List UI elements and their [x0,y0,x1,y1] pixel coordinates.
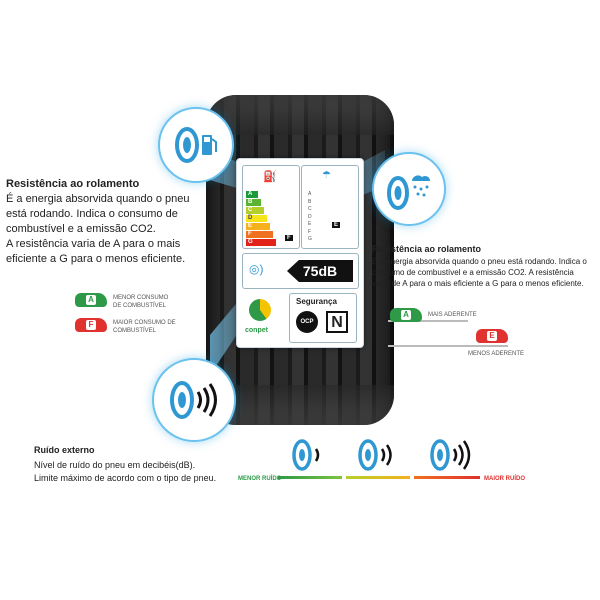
tire-rain-icon [387,175,430,210]
noise-high-label: MAIOR RUÍDO [484,476,525,482]
legend-worst-grip-text: MENOS ADERENTE [468,351,525,357]
red-car-icon: F [75,318,107,332]
tire-sound-icon [170,381,217,419]
noise-low-label: MENOR RUÍDO [238,476,282,482]
legend-worst-fuel-text: MAIOR CONSUMO DE COMBUSTÍVEL [113,319,176,335]
noise-value: 75dB [287,260,353,282]
grade-row: G [246,239,276,246]
ocp-badge: OCP [296,311,318,333]
grade-letter: F [308,228,312,235]
legend-text: COMBUSTÍVEL [113,328,157,334]
legend-worst-grip: E [476,329,508,348]
noise-panel: ◎) 75dB [242,253,359,289]
grade-row: A [246,191,258,198]
safety-box: Segurança OCP N [289,293,357,343]
red-car-icon: E [476,329,508,343]
left-title: Resistência ao rolamento [6,178,140,190]
fuel-panel: ⛽ A B C D E F G F [242,165,300,249]
inmetro-logo: N [326,311,348,333]
road-line-best [388,320,468,322]
grade-row: F [246,231,273,238]
road-line-worst [388,345,508,347]
text-line: É a energia absorvida quando o pneu está… [372,257,587,266]
legend-worst-fuel: F [75,318,107,337]
right-info: Resistência ao rolamento É a energia abs… [372,244,598,289]
wet-grip-bubble [372,152,446,226]
conpet-text: conpet [245,327,268,334]
text-line: varia de A para o mais eficiente a G par… [372,279,584,288]
noise-info: Ruído externo Nível de ruído do pneu em … [34,445,254,485]
fuel-header-icon: ⛽ [263,171,277,183]
wet-header-icon: ☂ [322,170,331,181]
grade-letter: G [308,236,312,242]
text-line: É a energia absorvida quando o pneu [6,193,190,205]
safety-title: Segurança [296,297,337,306]
noise-scale-low [278,476,342,479]
noise-panel-icon: ◎) [249,262,264,276]
fuel-selected-grade: F [285,235,293,241]
fuel-grade-scale: A B C D E F G [246,190,276,247]
grade-letter: A [308,191,312,197]
text-line: está rodando. Indica o consumo de [6,208,178,220]
noise-scale-high [414,476,480,479]
noise-bubble [152,358,236,442]
green-car-icon: A [390,308,422,322]
right-body: É a energia absorvida quando o pneu está… [372,256,598,289]
legend-text: MAIOR CONSUMO DE [113,320,176,326]
text-line: eficiente a G para o menos eficiente. [6,253,186,265]
conpet-logo [249,299,271,321]
legend-best-grip-text: MAIS ADERENTE [428,312,477,318]
noise-level-1-icon [290,438,334,477]
grade-letter: E [308,221,312,227]
grade-letter: B [308,198,312,205]
text-line: Limite máximo de acordo com o tipo de pn… [34,473,217,483]
grade-row: B [246,199,261,206]
grade-letter: D [308,213,312,220]
green-car-icon: A [75,293,107,307]
legend-best-fuel: A [75,293,107,312]
left-body: É a energia absorvida quando o pneu está… [6,192,206,267]
noise-level-2-icon [356,438,400,477]
wet-selected-grade: E [332,222,341,228]
wet-panel: ☂ A B C D E F G E [301,165,359,249]
legend-best-grip: A [390,308,422,327]
grade-row: C [246,207,264,214]
legend-text: MENOR CONSUMO [113,295,169,301]
legend-text: DE COMBUSTÍVEL [113,303,167,309]
wet-grade-list: A B C D E F G [308,191,312,244]
noise-body: Nível de ruído do pneu em decibéis(dB). … [34,459,254,485]
grade-row: E [246,223,270,230]
noise-scale-mid [346,476,410,479]
text-line: Nível de ruído do pneu em decibéis(dB). [34,460,196,470]
eu-tire-label: ⛽ A B C D E F G F ☂ A B C D E F G E ◎) 7… [236,158,364,348]
grade-row: D [246,215,267,222]
noise-title: Ruído externo [34,445,95,455]
noise-level-3-icon [428,438,476,477]
tire-fuel-icon [175,127,217,163]
text-line: combustível e a emissão CO2. [6,223,156,235]
grade-letter: C [308,206,312,212]
fuel-bubble [158,107,234,183]
text-line: consumo de combustível e a emissão CO2. … [372,268,574,277]
right-title: Resistência ao rolamento [372,244,482,254]
text-line: A resistência varia de A para o mais [6,238,181,250]
left-info: Resistência ao rolamento É a energia abs… [6,178,206,267]
legend-best-fuel-text: MENOR CONSUMO DE COMBUSTÍVEL [113,294,168,310]
